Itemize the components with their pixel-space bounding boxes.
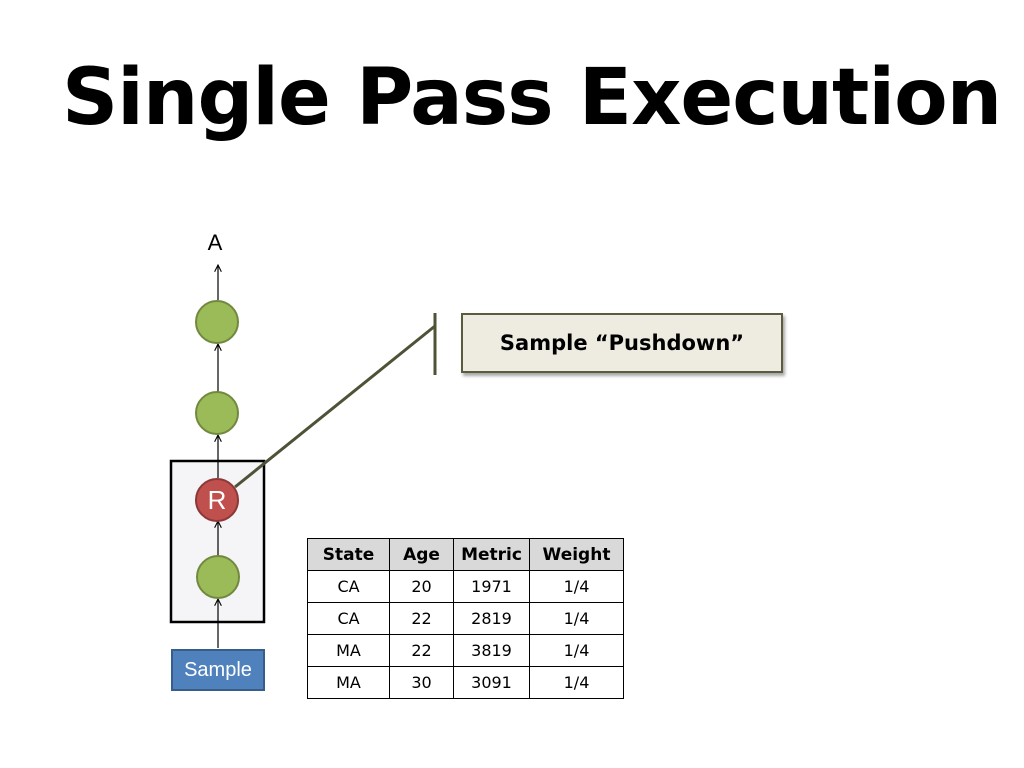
pushdown-callout: Sample “Pushdown” bbox=[461, 313, 783, 373]
cell-weight: 1/4 bbox=[529, 666, 624, 699]
resample-node-label: R bbox=[207, 484, 227, 515]
sample-source-box: Sample bbox=[171, 649, 265, 691]
cell-metric: 2819 bbox=[453, 602, 530, 635]
slide-title: Single Pass Execution bbox=[62, 53, 1002, 143]
pushdown-callout-text: Sample “Pushdown” bbox=[499, 331, 745, 355]
table-row: CA 22 2819 1/4 bbox=[307, 602, 624, 635]
header-metric: Metric bbox=[453, 538, 530, 571]
cell-metric: 3091 bbox=[453, 666, 530, 699]
table-row: CA 20 1971 1/4 bbox=[307, 570, 624, 603]
cell-metric: 1971 bbox=[453, 570, 530, 603]
cell-state: CA bbox=[307, 602, 390, 635]
cell-metric: 3819 bbox=[453, 634, 530, 667]
header-age: Age bbox=[389, 538, 454, 571]
resample-node bbox=[195, 478, 239, 522]
operator-node-middle bbox=[195, 391, 239, 435]
header-state: State bbox=[307, 538, 390, 571]
operator-node-bottom bbox=[196, 555, 240, 599]
sample-source-label: Sample bbox=[184, 658, 252, 681]
table-row: MA 22 3819 1/4 bbox=[307, 634, 624, 667]
cell-state: MA bbox=[307, 634, 390, 667]
operator-node-top bbox=[195, 300, 239, 344]
cell-age: 20 bbox=[389, 570, 454, 603]
cell-weight: 1/4 bbox=[529, 602, 624, 635]
cell-age: 30 bbox=[389, 666, 454, 699]
cell-weight: 1/4 bbox=[529, 634, 624, 667]
cell-weight: 1/4 bbox=[529, 570, 624, 603]
table-header-row: State Age Metric Weight bbox=[307, 538, 624, 571]
cell-state: CA bbox=[307, 570, 390, 603]
output-label: A bbox=[207, 230, 223, 255]
header-weight: Weight bbox=[529, 538, 624, 571]
cell-age: 22 bbox=[389, 634, 454, 667]
callout-connector-line bbox=[234, 324, 436, 489]
cell-age: 22 bbox=[389, 602, 454, 635]
table-row: MA 30 3091 1/4 bbox=[307, 666, 624, 699]
sample-table: State Age Metric Weight CA 20 1971 1/4 C… bbox=[307, 538, 624, 699]
cell-state: MA bbox=[307, 666, 390, 699]
